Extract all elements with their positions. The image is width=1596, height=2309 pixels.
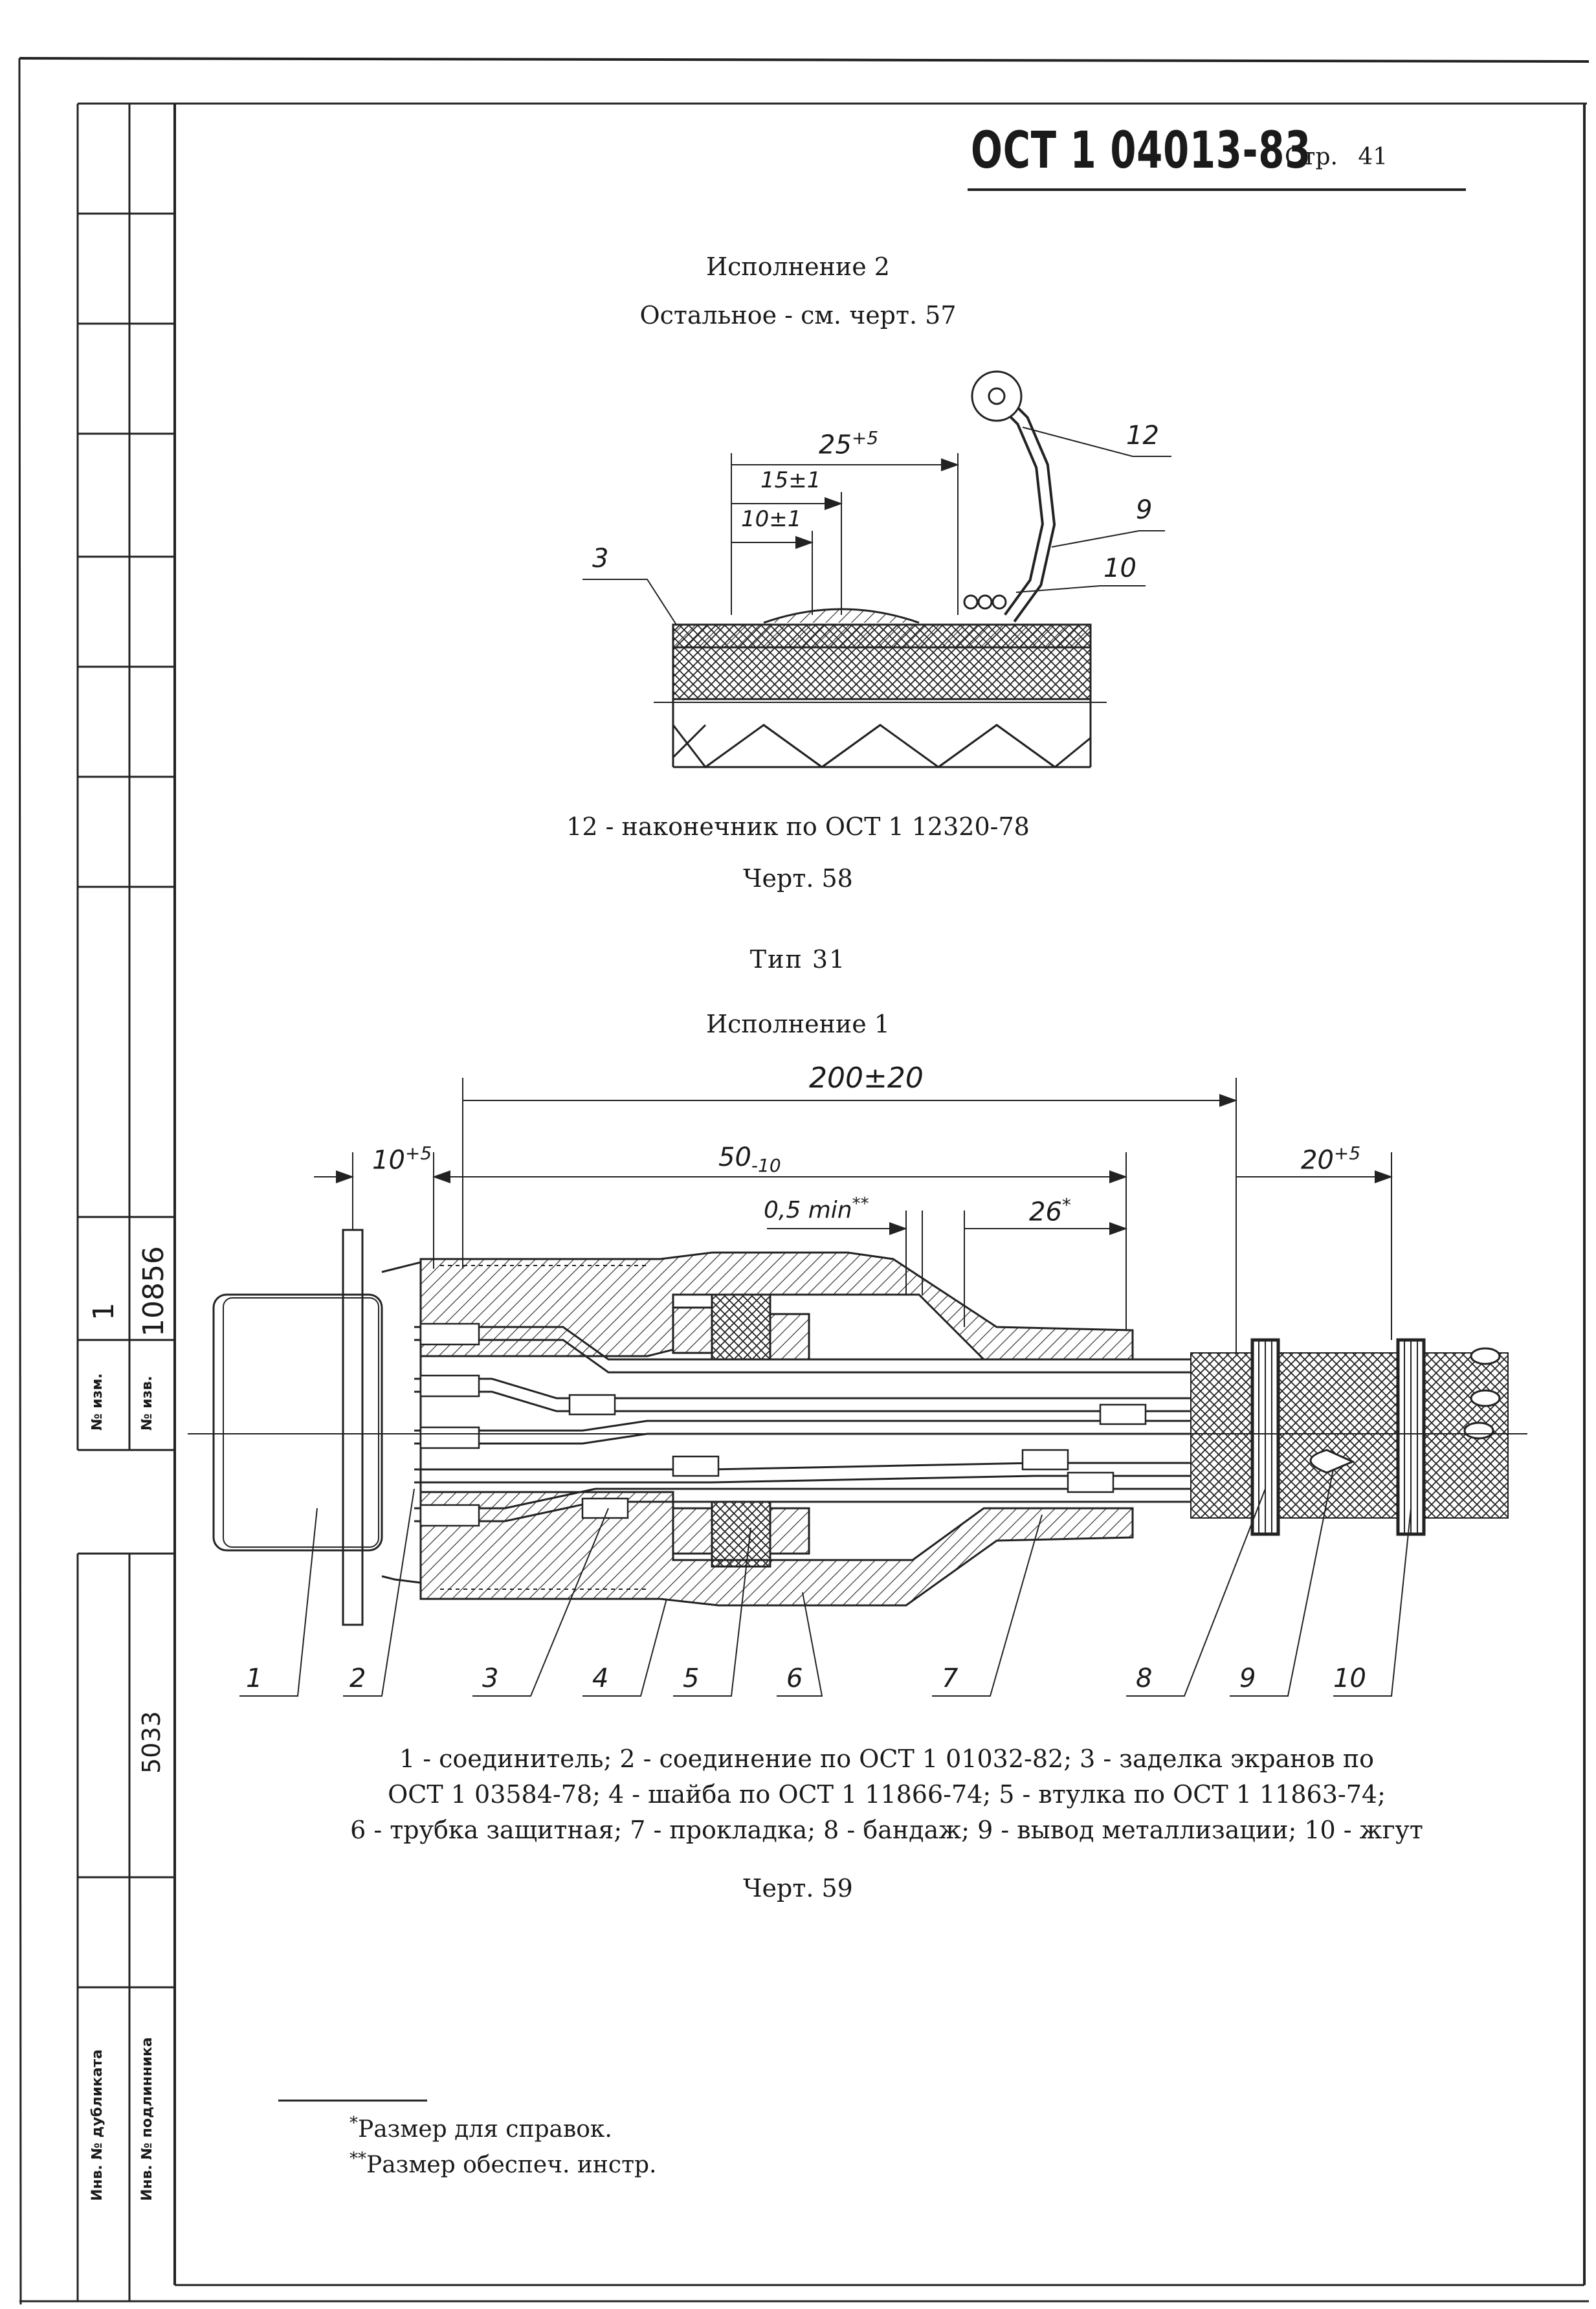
- fig59-legend-line-2: ОСТ 1 03584-78; 4 - шайба по ОСТ 1 11866…: [388, 1780, 1386, 1809]
- type-title: Тип 31: [749, 945, 847, 974]
- stamp-podl-label: Инв. № подлинника: [139, 2037, 155, 2201]
- fig59-dim-26: 26*: [1029, 1194, 1071, 1227]
- fig59-callout-8: 8: [1136, 1664, 1153, 1693]
- fig59-callout-4: 4: [592, 1664, 609, 1693]
- fig58-dim-25: 25+5: [819, 427, 879, 460]
- stamp-izm-value: 1: [87, 1302, 120, 1321]
- fig58-callout-3: 3: [592, 544, 609, 574]
- fig59-dim-0-5min: 0,5 min**: [764, 1194, 869, 1223]
- page-number: 41: [1358, 144, 1388, 170]
- fig58-caption-1: Исполнение 2: [706, 252, 890, 281]
- fig59-callout-3: 3: [482, 1664, 499, 1693]
- page-prefix: Стр.: [1285, 144, 1338, 170]
- page-frame: [18, 57, 1590, 2305]
- fig58-dim-10: 10±1: [741, 506, 802, 532]
- fig59-dim-10: 10+5: [372, 1143, 432, 1176]
- fig59-callout-1: 1: [246, 1664, 263, 1693]
- fig58-callout-9: 9: [1136, 495, 1153, 525]
- fig58-note: 12 - наконечник по ОСТ 1 12320-78: [566, 812, 1030, 841]
- variant-title: Исполнение 1: [706, 1010, 890, 1038]
- fig58-callout-12: 12: [1126, 421, 1159, 451]
- fig58-dim-15: 15±1: [760, 467, 821, 493]
- document-code: ОСТ 1 04013-83: [971, 122, 1312, 180]
- fig58-number: Черт. 58: [743, 864, 853, 893]
- stamp-dubl-label: Инв. № дубликата: [89, 2049, 105, 2201]
- fig59-callout-5: 5: [683, 1664, 700, 1693]
- fig59-number: Черт. 59: [743, 1874, 853, 1902]
- fig59-callout-7: 7: [942, 1664, 959, 1693]
- fig58-callout-10: 10: [1103, 553, 1136, 583]
- fig59-callout-6: 6: [786, 1664, 803, 1693]
- stamp-izv-label: № изв.: [139, 1376, 155, 1431]
- page-label: Стр. 41: [1285, 144, 1388, 170]
- fig59-legend-line-1: 1 - соединитель; 2 - соединение по ОСТ 1…: [399, 1745, 1375, 1773]
- fig59-callout-10: 10: [1333, 1664, 1366, 1693]
- footnote-1: *Размер для справок.: [349, 2114, 612, 2143]
- stamp-izv-value: 10856: [137, 1246, 170, 1337]
- footnote-2: **Размер обеспеч. инстр.: [349, 2149, 657, 2178]
- figure-59: [188, 1078, 1527, 1697]
- fig59-callout-2: 2: [349, 1664, 366, 1693]
- side-stamp-grid: [76, 102, 175, 2301]
- fig59-dim-20: 20+5: [1301, 1143, 1361, 1176]
- fig59-dim-50: 50-10: [718, 1143, 781, 1176]
- fig59-legend-line-3: 6 - трубка защитная; 7 - прокладка; 8 - …: [350, 1816, 1423, 1844]
- fig59-callout-9: 9: [1239, 1664, 1256, 1693]
- stamp-inv-value: 5033: [137, 1711, 166, 1774]
- fig58-caption-2: Остальное - см. черт. 57: [639, 301, 957, 329]
- figure-58: [582, 370, 1171, 769]
- fig59-dim-200: 200±20: [809, 1062, 924, 1095]
- stamp-izm-label: № изм.: [89, 1373, 105, 1431]
